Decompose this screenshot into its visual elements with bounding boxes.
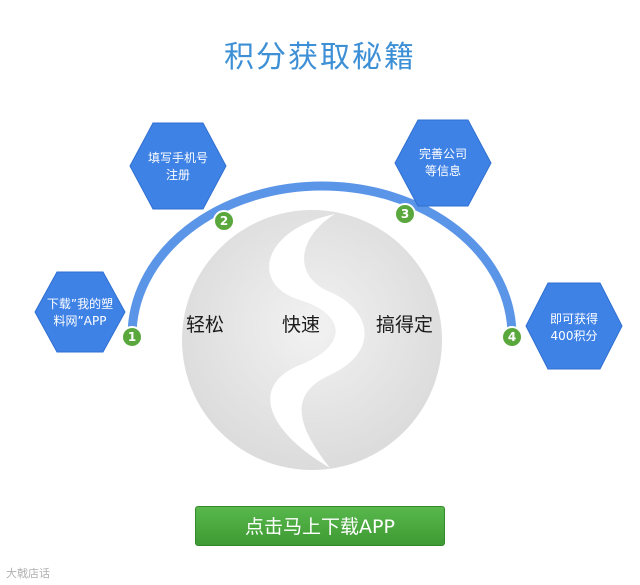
step-4-label: 即可获得 400积分 <box>524 311 624 345</box>
step-3-label: 完善公司 等信息 <box>393 146 493 180</box>
step-4-hexagon <box>525 282 623 370</box>
step-3-dot <box>394 203 416 225</box>
step-2-label: 填写手机号 注册 <box>128 150 228 184</box>
keyword-easy: 轻松 <box>186 314 225 336</box>
watermark: 大戟店话 <box>6 567 50 580</box>
step-2-label-line1: 填写手机号 <box>147 151 208 165</box>
step-4-number: 4 <box>507 330 517 344</box>
step-3-label-line2: 等信息 <box>424 164 461 178</box>
step-1-label-line2: 料网”APP <box>53 314 107 328</box>
step-1-hexagon <box>34 271 126 353</box>
step-1-dot <box>121 326 143 348</box>
step-4-label-line2: 400积分 <box>550 329 598 343</box>
step-4-label-line1: 即可获得 <box>549 312 598 326</box>
step-2-number: 2 <box>219 214 229 228</box>
step-1-label: 下载”我的塑 料网”APP <box>30 296 130 330</box>
step-2-hexagon <box>129 122 227 210</box>
progress-arc <box>127 181 517 337</box>
download-app-button[interactable]: 点击马上下载APP <box>195 506 445 546</box>
step-1-number: 1 <box>127 330 137 344</box>
page-title: 积分获取秘籍 <box>224 40 416 75</box>
step-2-label-line2: 注册 <box>165 168 190 182</box>
step-3-label-line1: 完善公司 <box>418 147 467 161</box>
step-3-hexagon <box>394 119 492 207</box>
step-1-label-line1: 下载”我的塑 <box>46 297 114 311</box>
step-4-dot <box>501 326 523 348</box>
step-2-dot <box>213 210 235 232</box>
keyword-fast: 快速 <box>282 314 321 336</box>
background-globe <box>182 210 442 470</box>
step-3-number: 3 <box>400 207 410 221</box>
keyword-done: 搞得定 <box>376 314 434 336</box>
